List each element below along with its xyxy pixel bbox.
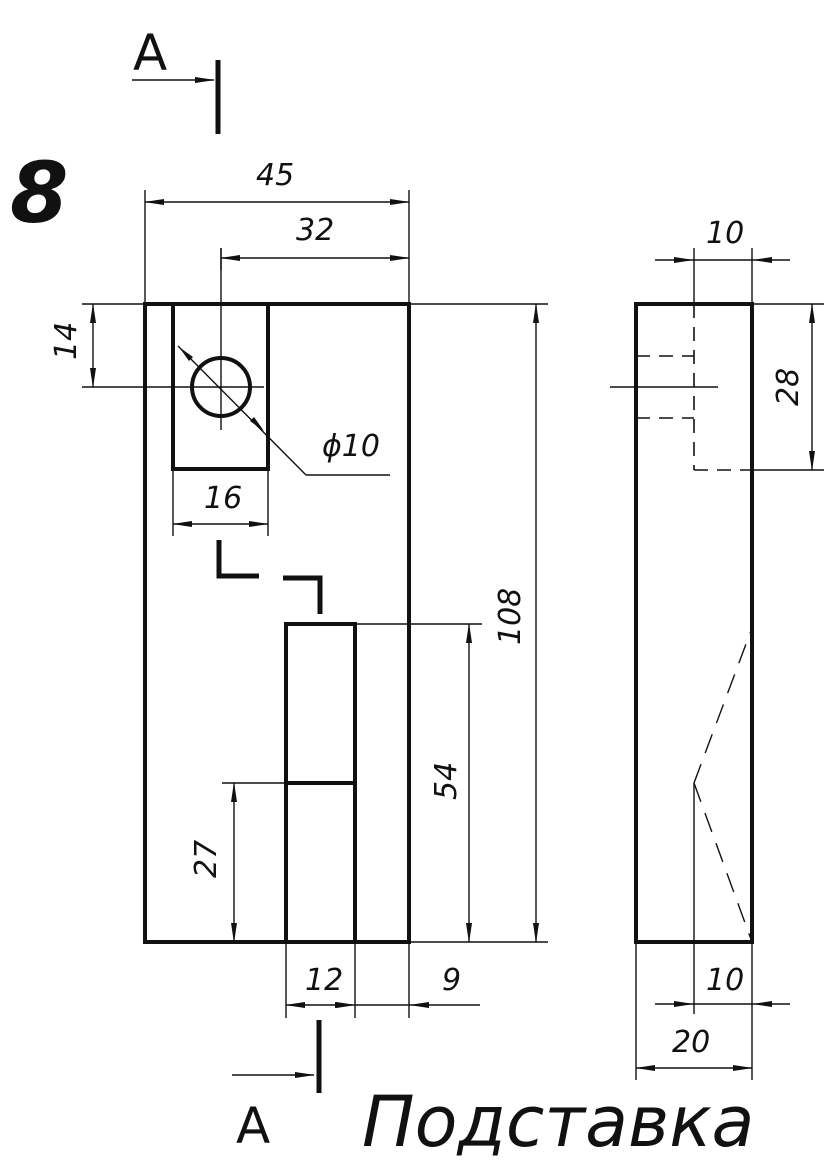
dim-step-height: 27 — [189, 840, 224, 878]
dim-side-cut-depth: 28 — [771, 368, 806, 406]
dim-hole-diameter: ϕ10 — [322, 429, 380, 464]
side-view — [610, 302, 754, 944]
dim-right-offset: 9 — [442, 963, 461, 998]
dim-side-bottom-width: 10 — [706, 963, 744, 998]
section-mark-top: А — [132, 24, 221, 134]
side-dimensions: 10 28 10 20 — [635, 216, 824, 1080]
dim-hole-height: 14 — [49, 322, 84, 360]
dim-total-height: 108 — [493, 588, 528, 645]
drawing-title: Подставка — [362, 1081, 754, 1163]
section-label-top: А — [133, 24, 167, 82]
dim-hole-offset-width: 32 — [296, 213, 334, 248]
front-view — [82, 248, 411, 944]
dim-side-total-width: 20 — [672, 1025, 710, 1060]
section-label-bottom: А — [236, 1097, 270, 1155]
dim-total-width: 45 — [256, 158, 294, 193]
dim-lower-slot-width: 12 — [305, 963, 343, 998]
dim-slot-width: 16 — [204, 481, 242, 516]
section-mark-bottom: А — [232, 1020, 322, 1155]
front-dimensions: 45 32 14 ϕ10 16 108 54 27 12 — [49, 158, 548, 1018]
sheet-number: 8 — [10, 144, 68, 242]
dim-side-top-width: 10 — [706, 216, 744, 251]
dim-lower-slot-height: 54 — [429, 762, 464, 800]
front-outline — [143, 302, 411, 944]
